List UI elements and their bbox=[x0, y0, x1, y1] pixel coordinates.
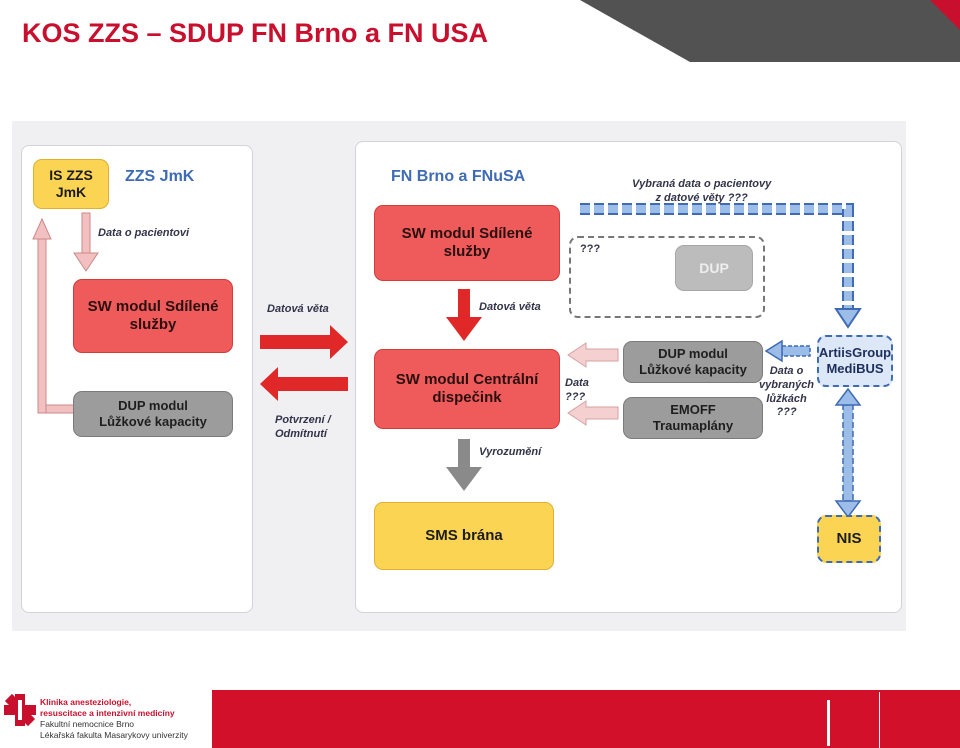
label-vybrana-line1: Vybraná data o pacientovy bbox=[632, 178, 772, 190]
sms-brana-box: SMS brána bbox=[374, 502, 554, 570]
panel-zzs-jmk bbox=[21, 145, 253, 613]
arrow-data-o-pacientovi bbox=[73, 212, 99, 272]
sw-centralni-line2: dispečink bbox=[432, 389, 502, 406]
nis-box: NIS bbox=[817, 515, 881, 563]
label-data-o-line1: Data o bbox=[769, 365, 804, 377]
label-vybrana-data: Vybraná data o pacientovy z datové věty … bbox=[632, 178, 771, 206]
decor-stripe-red bbox=[930, 0, 960, 30]
logo-line4: Lékařská fakulta Masarykovy univerzity bbox=[40, 730, 188, 740]
clinic-logo-icon bbox=[4, 693, 36, 727]
dup-modul-line1: DUP modul bbox=[658, 346, 728, 362]
label-potvrzeni: Potvrzení / Odmítnutí bbox=[275, 414, 331, 442]
emoff-line2: Traumaplány bbox=[652, 418, 734, 433]
dup-faded-box: DUP bbox=[675, 245, 753, 291]
is-zzs-line2: JmK bbox=[55, 184, 87, 200]
arrow-datova-veta-down bbox=[446, 289, 482, 341]
label-data-o-line3: lůžkách bbox=[766, 392, 807, 405]
arrow-artiis-nis bbox=[834, 387, 862, 519]
right-sw-sdilene-line1: SW modul Sdílené bbox=[401, 225, 533, 242]
dup-faded-label: DUP bbox=[699, 259, 729, 276]
arrow-datova-veta-right bbox=[260, 325, 348, 359]
arrow-dup-to-is-zzs bbox=[32, 217, 75, 414]
right-sw-sdilene-line2: služby bbox=[443, 243, 491, 260]
footer-divider-1 bbox=[827, 700, 830, 746]
label-data: Data ??? bbox=[565, 377, 589, 405]
arrow-potvrzeni-left bbox=[260, 367, 348, 401]
slide-title: KOS ZZS – SDUP FN Brno a FN USA bbox=[22, 18, 489, 48]
left-sw-sdilene-line2: služby bbox=[129, 316, 177, 333]
artiis-line1: ArtiisGroup bbox=[818, 345, 892, 361]
arrow-vyrozumeni-down bbox=[446, 439, 482, 491]
label-data-o-pacientovi: Data o pacientovi bbox=[98, 227, 190, 239]
label-datova-veta-middle: Datová věta bbox=[267, 303, 329, 315]
arrow-vybrana-data bbox=[580, 203, 862, 329]
label-data-o-line2: vybraných bbox=[759, 378, 815, 391]
logo-line3: Fakultní nemocnice Brno bbox=[40, 719, 135, 729]
left-dup-line1: DUP modul bbox=[118, 398, 188, 414]
sms-brana-label: SMS brána bbox=[425, 527, 503, 544]
is-zzs-line1: IS ZZS bbox=[49, 167, 93, 184]
fn-brno-header: FN Brno a FNuSA bbox=[391, 168, 526, 185]
dup-modul-line2: Lůžkové kapacity bbox=[639, 362, 747, 377]
label-data-line1: Data bbox=[565, 377, 589, 389]
left-sw-sdilene-line1: SW modul Sdílené bbox=[87, 298, 219, 315]
nis-label: NIS bbox=[836, 530, 862, 547]
label-data-o-vybranych: Data o vybraných lůžkách ??? bbox=[759, 365, 814, 420]
zzs-jmk-header: ZZS JmK bbox=[125, 168, 195, 185]
diagram-arrows bbox=[32, 203, 862, 519]
label-qqq-dashbox: ??? bbox=[580, 243, 601, 255]
footer-red-bar bbox=[212, 690, 960, 748]
left-dup-line2: Lůžkové kapacity bbox=[99, 414, 207, 429]
decor-stripe-dark bbox=[580, 0, 960, 62]
label-datova-veta-fn: Datová věta bbox=[479, 301, 541, 313]
label-potvrzeni-line1: Potvrzení / bbox=[275, 414, 331, 426]
artiis-line2: MediBUS bbox=[826, 361, 884, 376]
label-potvrzeni-line2: Odmítnutí bbox=[275, 427, 327, 440]
sw-centralni-line1: SW modul Centrální bbox=[395, 371, 539, 388]
label-vybrana-line2: z datové věty ??? bbox=[655, 191, 748, 204]
clinic-logo-text: Klinika anesteziologie, resuscitace a in… bbox=[40, 697, 188, 741]
arrow-data-left-1 bbox=[567, 342, 619, 368]
emoff-line1: EMOFF bbox=[670, 402, 716, 418]
logo-line1: Klinika anesteziologie, bbox=[40, 697, 132, 707]
arrow-artiis-to-dup bbox=[764, 339, 811, 363]
label-data-o-line4: ??? bbox=[776, 406, 797, 419]
arrow-data-left-2 bbox=[567, 400, 619, 426]
header-decoration bbox=[580, 0, 960, 62]
label-data-line2: ??? bbox=[565, 390, 586, 403]
footer-divider-2 bbox=[879, 692, 880, 748]
label-vyrozumeni: Vyrozumění bbox=[479, 446, 542, 458]
logo-line2: resuscitace a intenzivní medicíny bbox=[40, 708, 175, 718]
